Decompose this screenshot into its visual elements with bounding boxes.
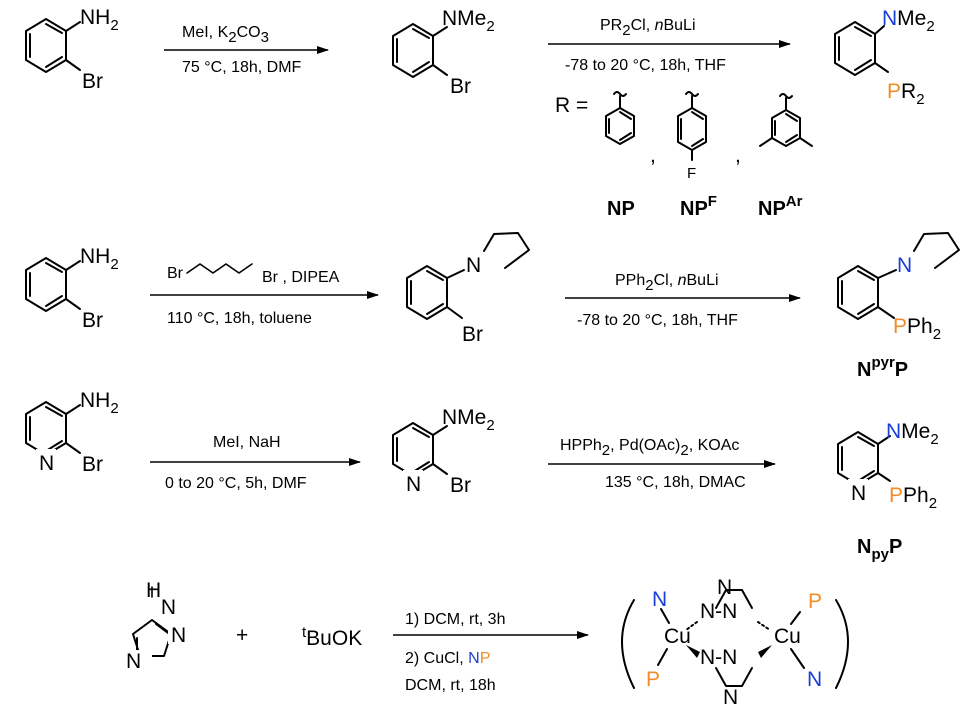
left-p-donor: P <box>646 668 660 691</box>
dimethylamino-label: NMe2 <box>442 7 495 35</box>
r-phenyl-structure <box>605 91 635 145</box>
ligand-name-npar: NPAr <box>758 193 803 220</box>
row2-step2-conditions: -78 to 20 °C, 18h, THF <box>577 312 738 329</box>
plus-sign: + <box>236 624 248 647</box>
pyrrolidine-n-label: N <box>466 254 481 277</box>
r-dimethylphenyl-structure <box>759 93 813 147</box>
bridge-top-n-left: N-N <box>700 600 737 623</box>
row3-product-npyp-ligand: N NMe2 PPh2 <box>837 420 939 512</box>
row4-step2: 2) CuCl, NP <box>405 650 490 667</box>
product-amine-label: NNMeMe2 <box>882 7 935 35</box>
triazole-nh-label: NH <box>146 579 176 619</box>
bromo-label: Br <box>82 453 103 476</box>
right-copper-label: Cu <box>774 625 801 648</box>
right-n-donor: N <box>807 668 822 691</box>
r-separator: , <box>735 144 741 167</box>
ligand-name-np: NP <box>607 198 635 220</box>
left-n-donor: N <box>652 588 667 611</box>
bromo-label: Br <box>82 70 103 93</box>
bridge-top-n: N <box>717 576 732 599</box>
left-ligand-bracket <box>621 599 635 689</box>
row1-step2-reagents: PR2Cl, nBuLi <box>600 17 696 39</box>
ligand-name-npf: NPF <box>680 193 717 220</box>
fluoro-label: F <box>687 165 696 182</box>
product-phosphine-label: PR2 <box>887 80 925 108</box>
bromo-label: Br <box>450 474 471 497</box>
row2-product-npyrp-ligand: N PPh2 <box>837 232 960 343</box>
pyridine-n-label: N <box>851 482 866 505</box>
ligand-name-npyrp: NpyrP <box>857 354 908 381</box>
r-equals-label: R = <box>555 94 588 117</box>
product-phosphine-label: PPh2 <box>889 484 937 512</box>
svg-text:Br: Br <box>167 265 184 282</box>
row1-intermediate-dimethylaniline: NMe2 Br <box>392 7 495 98</box>
r-fluorophenyl-structure: F <box>677 91 707 182</box>
base-potassium-tert-butoxide: tBuOK <box>302 624 362 650</box>
row1-step2-conditions: -78 to 20 °C, 18h, THF <box>565 57 726 74</box>
row3-step1-reagents: MeI, NaH <box>213 434 281 451</box>
row4-step1: 1) DCM, rt, 3h <box>405 611 505 628</box>
right-ligand-bracket <box>835 599 849 689</box>
dimethylamino-label: NMe2 <box>442 406 495 434</box>
product-pyrrolidine-n-label: N <box>897 254 912 277</box>
amine-label: NH2 <box>80 389 119 417</box>
row1-product-np-ligand: NNMeMe2 PR2 <box>834 7 935 108</box>
triazole-n-label: N <box>126 650 141 673</box>
bromo-label: Br <box>462 323 483 346</box>
bromo-label: Br <box>450 75 471 98</box>
row2-step1-conditions: 110 °C, 18h, toluene <box>167 310 312 327</box>
ligand-name-npyp: NpyP <box>857 536 902 563</box>
bridge-bottom-n: N-N <box>700 646 737 669</box>
triazole-n-label: N <box>171 624 186 647</box>
row3-step1-conditions: 0 to 20 °C, 5h, DMF <box>165 475 307 492</box>
row3-step2-conditions: 135 °C, 18h, DMAC <box>605 474 746 491</box>
row1-start-2-bromoaniline: NH2 Br <box>25 6 119 93</box>
bridge-bottom-n-lower: N <box>723 686 738 708</box>
product-phosphine-label: PPh2 <box>893 315 941 343</box>
pyridine-n-label: N <box>39 452 54 475</box>
row1-step1-reagents: MeI, K2CO3 <box>182 24 269 46</box>
row4-triazole: NH N N <box>126 579 188 673</box>
row3-intermediate-dimethylaminobromopyridine: N NMe2 Br <box>392 406 495 497</box>
amine-label: NH2 <box>80 6 119 34</box>
row3-start-aminobromopyridine: N NH2 Br <box>25 389 119 476</box>
pyridine-n-label: N <box>406 473 421 496</box>
svg-text:Br , DIPEA: Br , DIPEA <box>262 269 340 286</box>
row2-step1-reagents: Br Br , DIPEA <box>167 263 340 286</box>
row4-step3: DCM, rt, 18h <box>405 677 496 694</box>
row2-step2-reagents: PPh2Cl, nBuLi <box>615 272 719 294</box>
row2-intermediate-pyrrolidinyl-bromobenzene: N Br <box>406 232 530 346</box>
product-amine-label: NMe2 <box>886 420 939 448</box>
row2-start-2-bromoaniline: NH2 Br <box>25 245 119 332</box>
amine-label: NH2 <box>80 245 119 273</box>
right-p-donor: P <box>808 590 822 613</box>
row1-step1-conditions: 75 °C, 18h, DMF <box>182 59 302 76</box>
row3-step2-reagents: HPPh2, Pd(OAc)2, KOAc <box>560 437 739 459</box>
bromo-label: Br <box>82 309 103 332</box>
r-separator: , <box>650 144 656 167</box>
copper-dimer-complex: N P P N Cu Cu N N-N N-N N <box>621 576 849 708</box>
left-copper-label: Cu <box>664 625 691 648</box>
